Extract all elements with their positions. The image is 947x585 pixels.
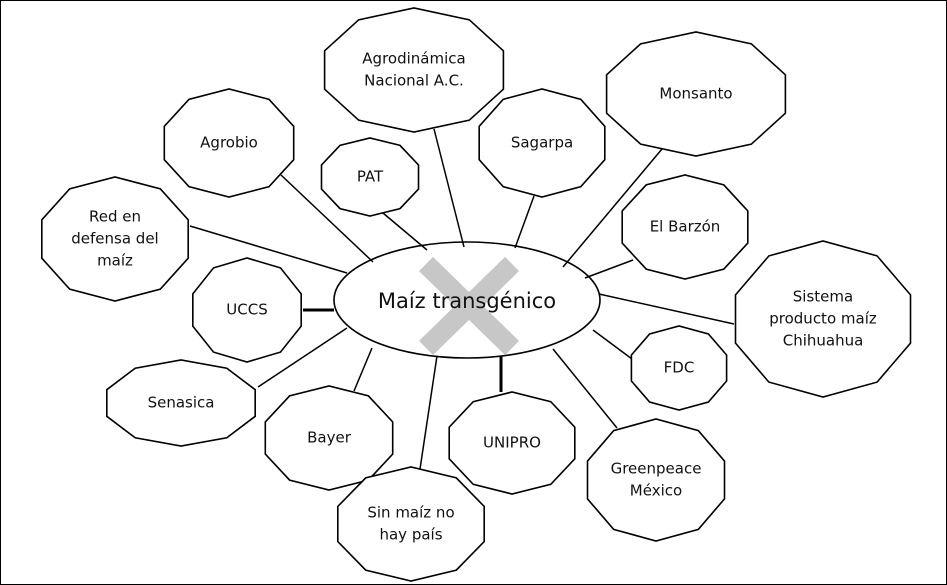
- node-pat-label: PAT: [357, 168, 384, 186]
- node-agrobio-label: Agrobio: [200, 134, 258, 152]
- node-greenpeace-shape: [586, 418, 726, 542]
- node-barzon: El Barzón: [621, 174, 749, 280]
- node-agrodinamica-label: Nacional A.C.: [364, 72, 464, 90]
- node-agrodinamica-label: Agrodinámica: [362, 50, 465, 68]
- node-sagarpa: Sagarpa: [478, 88, 606, 198]
- link-monsanto: [562, 142, 668, 268]
- link-senasica: [257, 327, 348, 388]
- links-layer: [189, 128, 735, 470]
- node-fdc-label: FDC: [664, 359, 695, 377]
- node-red: Red en defensa del maíz: [40, 176, 189, 302]
- node-sinmaiz-label: Sin maíz no: [367, 504, 454, 522]
- node-agrobio: Agrobio: [163, 88, 295, 198]
- node-sinmaiz-shape: [336, 466, 486, 582]
- node-red-label: defensa del: [71, 230, 158, 248]
- hub-layer: Maíz transgénico: [333, 241, 601, 359]
- link-bayer: [353, 347, 373, 392]
- node-unipro-label: UNIPRO: [483, 434, 541, 452]
- node-agrodinamica-shape: [323, 7, 505, 133]
- node-pat: PAT: [320, 137, 420, 217]
- node-uccs: UCCS: [192, 257, 303, 363]
- node-barzon-label: El Barzón: [650, 218, 721, 236]
- node-sistema-label: producto maíz: [769, 310, 877, 328]
- link-sinmaiz: [419, 355, 438, 470]
- link-red: [189, 225, 348, 274]
- center-node-ellipse: [333, 241, 601, 359]
- link-pat: [382, 212, 428, 251]
- node-monsanto: Monsanto: [605, 31, 787, 157]
- node-fdc-shape: [630, 325, 728, 411]
- node-senasica-shape: [106, 359, 256, 447]
- node-sinmaiz: Sin maíz no hay país: [336, 466, 486, 582]
- node-bayer: Bayer: [264, 385, 394, 491]
- node-red-label: Red en: [89, 208, 141, 226]
- node-monsanto-shape: [605, 31, 787, 157]
- node-senasica: Senasica: [106, 359, 256, 447]
- node-sistema-shape: [734, 240, 912, 398]
- node-greenpeace-label: México: [630, 482, 682, 500]
- rejection-cross-mark: [419, 256, 519, 356]
- node-pat-shape: [320, 137, 420, 217]
- node-senasica-label: Senasica: [148, 394, 215, 412]
- node-uccs-shape: [192, 257, 303, 363]
- node-unipro: UNIPRO: [448, 391, 576, 495]
- node-agrobio-shape: [163, 88, 295, 198]
- link-greenpeace: [552, 348, 618, 429]
- node-bayer-shape: [264, 385, 394, 491]
- node-uccs-label: UCCS: [226, 301, 267, 319]
- node-monsanto-label: Monsanto: [659, 85, 732, 103]
- node-sistema-label: Sistema: [793, 288, 853, 306]
- node-sagarpa-label: Sagarpa: [511, 134, 573, 152]
- link-agrodinamica: [433, 128, 465, 248]
- node-red-label: maíz: [97, 252, 133, 270]
- link-barzon: [584, 259, 634, 279]
- node-red-shape: [40, 176, 189, 302]
- node-barzon-shape: [621, 174, 749, 280]
- node-unipro-shape: [448, 391, 576, 495]
- link-sistema: [598, 293, 735, 325]
- node-sagarpa-shape: [478, 88, 606, 198]
- link-fdc: [592, 329, 633, 360]
- node-greenpeace-label: Greenpeace: [611, 460, 702, 478]
- node-fdc: FDC: [630, 325, 728, 411]
- link-sagarpa: [514, 195, 535, 249]
- node-sinmaiz-label: hay país: [379, 526, 442, 544]
- node-sistema-label: Chihuahua: [783, 332, 864, 350]
- center-node-label: Maíz transgénico: [378, 289, 556, 313]
- link-agrobio: [280, 174, 374, 263]
- node-bayer-label: Bayer: [307, 429, 352, 447]
